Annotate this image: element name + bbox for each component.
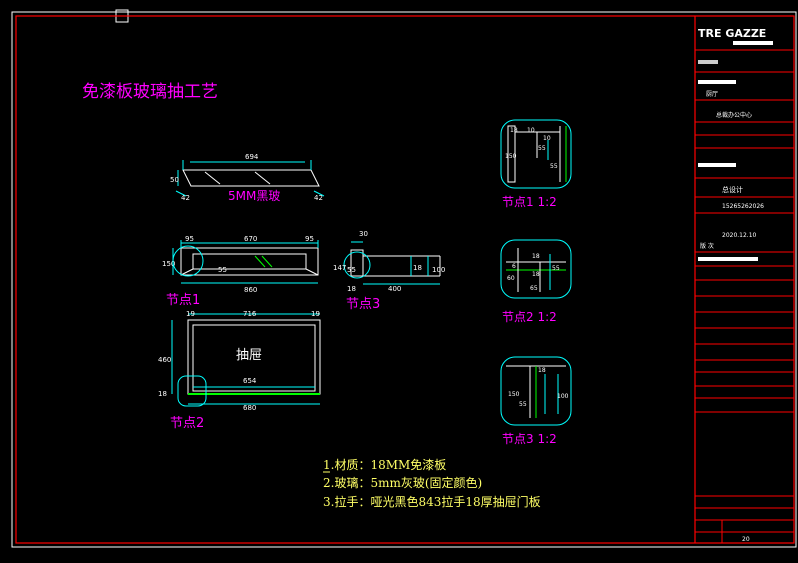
drawing-title: 免漆板玻璃抽工艺 [82, 82, 218, 102]
detail-3-label: 节点3 1:2 [502, 432, 557, 446]
node-1-marker[interactable] [172, 245, 204, 277]
dim-d2-a: 18 [532, 253, 540, 260]
node-3-label: 节点3 [346, 297, 380, 312]
drawer-label: 抽屉 [236, 348, 262, 363]
dim-section-bottom: 860 [244, 286, 257, 294]
node-2-label: 节点2 [170, 416, 204, 431]
dim-glass-width: 694 [245, 153, 259, 161]
title-field-6: 版 次 [700, 242, 714, 250]
dim-d1-a: 18 [510, 127, 518, 134]
note-1: 1.材质：18MM免漆板 [323, 457, 446, 472]
dim-section-left: 95 [185, 235, 194, 243]
dim-n3-side: 55 [347, 266, 356, 274]
dim-section-right: 95 [305, 235, 314, 243]
sheet-number: 20 [742, 536, 750, 543]
note-2: 2.玻璃：5mm灰玻(固定颜色) [323, 475, 482, 490]
detail-2[interactable] [500, 239, 572, 299]
dim-glass-left: 42 [181, 194, 190, 202]
dim-n3-bottom: 18 [347, 285, 356, 293]
title-field-2: 总裁办公中心 [716, 111, 752, 119]
drawer-front-view [171, 313, 321, 405]
dim-section-mid: 670 [244, 235, 257, 243]
title-block: TRE GAZZE 厨厅 总裁办公中心 总设计 15265262026 2020… [695, 27, 794, 543]
detail-1[interactable] [500, 119, 572, 189]
dim-front-left: 19 [186, 310, 195, 318]
detail-2-label: 节点2 1:2 [502, 310, 557, 324]
dim-n3-top: 30 [359, 230, 368, 238]
outer-border [11, 11, 797, 548]
dim-d2-e: 55 [552, 265, 560, 272]
dim-section-inner: 55 [218, 266, 227, 274]
title-field-1: 厨厅 [706, 91, 718, 98]
node-3-section [350, 241, 441, 285]
dim-front-side: 18 [158, 390, 167, 398]
dim-d1-d: 55 [538, 145, 546, 152]
title-field-3: 总设计 [722, 185, 743, 194]
node-1-label: 节点1 [166, 293, 200, 308]
dim-glass-h: 50 [170, 176, 179, 184]
dim-d1-e: 55 [550, 163, 558, 170]
detail-1-label: 节点1 1:2 [502, 195, 557, 209]
dim-d1-c: 150 [505, 153, 517, 160]
dim-d1-f: 10 [543, 135, 551, 142]
node-3-marker[interactable] [343, 251, 371, 279]
dim-d1-b: 10 [527, 127, 535, 134]
dim-d2-c: 6 [512, 263, 516, 270]
node-2-marker[interactable] [177, 375, 207, 407]
dim-d2-b: 65 [530, 285, 538, 292]
dim-n3-h2: 18 [413, 264, 422, 272]
dim-front-top: 716 [243, 310, 257, 318]
company-logo: TRE GAZZE [698, 27, 766, 40]
dim-section-height: 150 [162, 260, 175, 268]
dim-d3-c: 100 [557, 393, 569, 400]
dim-glass-right: 42 [314, 194, 323, 202]
title-field-4: 15265262026 [722, 203, 764, 210]
title-field-5: 2020.12.10 [722, 232, 757, 239]
glass-panel-view [175, 160, 325, 197]
dim-n3-h1: 147 [333, 264, 346, 272]
dim-d3-a: 150 [508, 391, 520, 398]
dim-n3-h3: 100 [432, 266, 445, 274]
dim-d2-f: 60 [507, 275, 515, 282]
dim-n3-len: 400 [388, 285, 401, 293]
dim-front-height: 460 [158, 356, 171, 364]
dim-front-right: 19 [311, 310, 320, 318]
section-view [172, 240, 319, 284]
dim-front-inner: 654 [243, 377, 257, 385]
detail-3[interactable] [500, 356, 572, 426]
dim-d3-b: 55 [519, 401, 527, 408]
dim-front-bottom: 680 [243, 404, 256, 412]
note-3: 3.拉手：哑光黑色843拉手18厚抽屉门板 [323, 494, 541, 509]
glass-label: 5MM黑玻 [228, 189, 280, 203]
dim-d2-d: 18 [532, 271, 540, 278]
dim-d3-d: 18 [538, 367, 546, 374]
